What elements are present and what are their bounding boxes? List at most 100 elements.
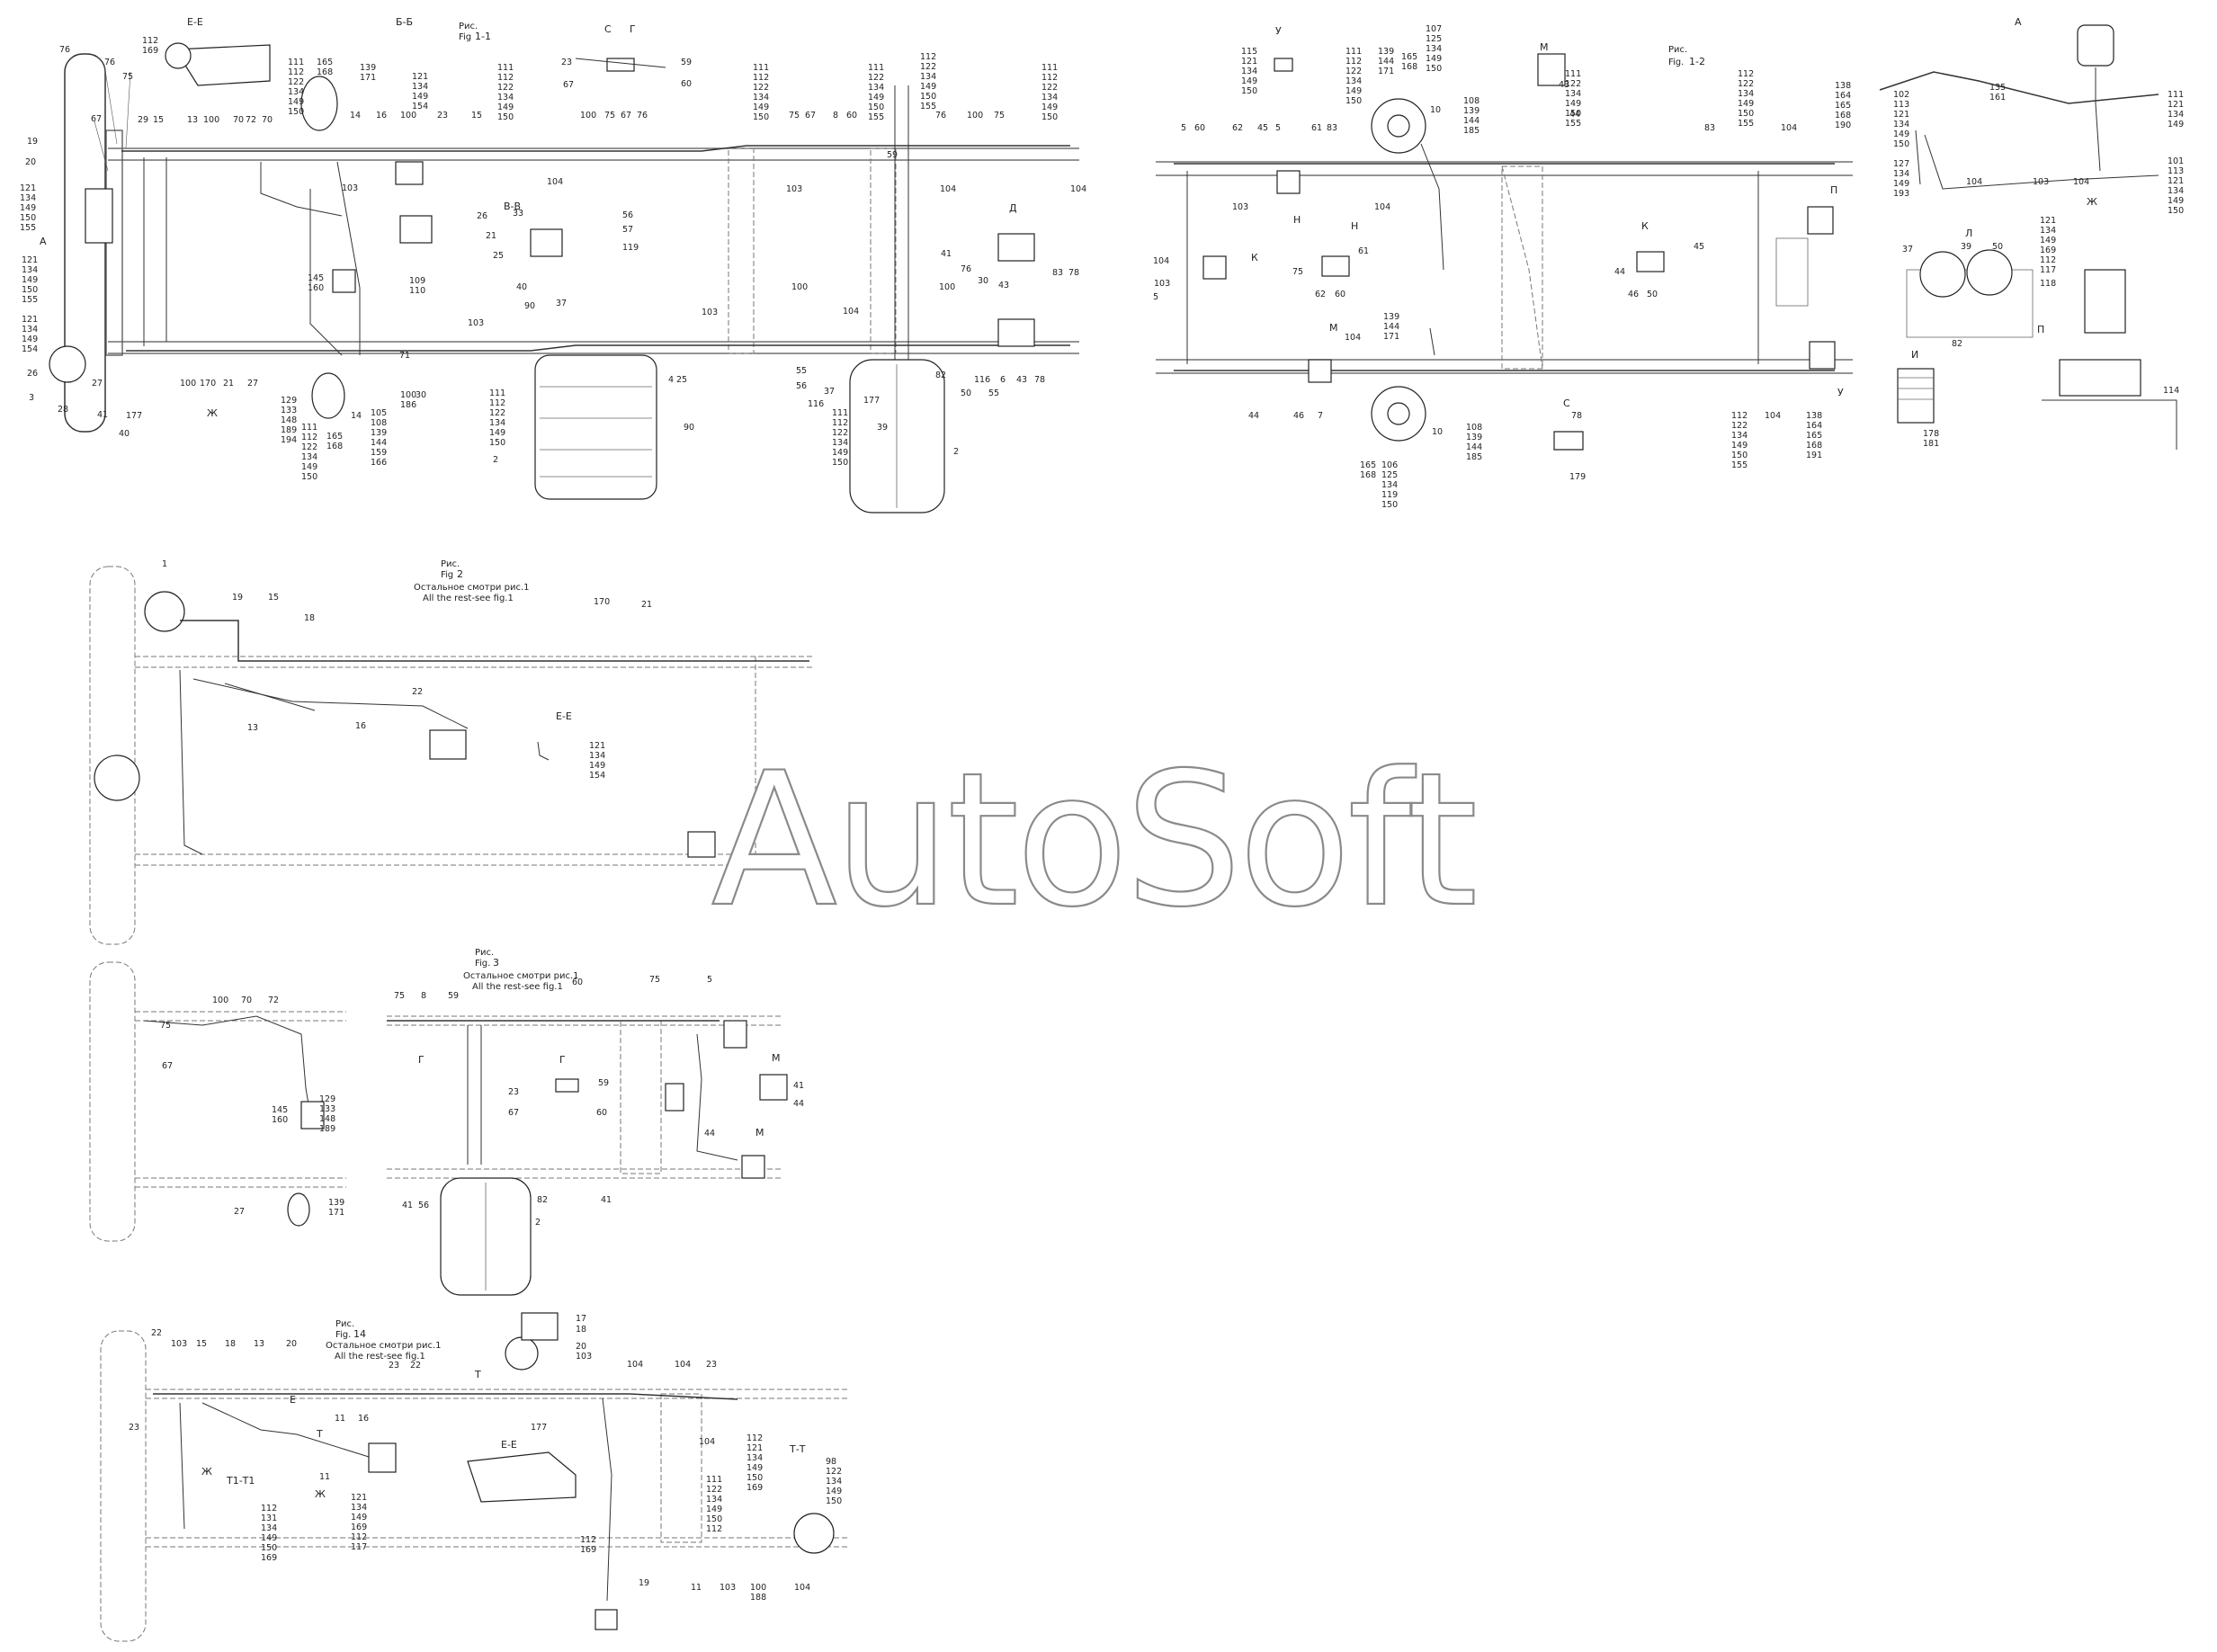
svg-text:23: 23 (561, 58, 572, 67)
valve-k (1636, 251, 1665, 272)
svg-text:43: 43 (998, 281, 1009, 290)
svg-text:100: 100 (203, 115, 219, 125)
svg-text:41: 41 (97, 410, 108, 420)
detail-l-circle-2 (1966, 249, 2013, 296)
svg-text:100: 100 (180, 379, 196, 388)
svg-text:Л: Л (1965, 228, 1972, 239)
svg-text:30: 30 (416, 390, 426, 400)
svg-text:М: М (755, 1127, 764, 1139)
svg-text:11: 11 (335, 1414, 345, 1424)
svg-text:100: 100 (400, 111, 416, 121)
fig2-valve-bottom (687, 831, 716, 858)
svg-text:30: 30 (978, 276, 988, 286)
svg-text:Н: Н (1351, 220, 1358, 232)
svg-text:55: 55 (796, 366, 807, 376)
svg-text:170: 170 (200, 379, 216, 388)
svg-text:26: 26 (477, 211, 487, 221)
fig-14: Рис. Fig. 14 Остальное смотри рис.1 All … (100, 1312, 850, 1642)
svg-text:67: 67 (91, 114, 102, 124)
svg-text:82: 82 (1952, 339, 1962, 349)
svg-text:23: 23 (389, 1361, 399, 1371)
svg-text:22: 22 (412, 687, 423, 697)
svg-text:56: 56 (796, 381, 807, 391)
svg-text:103: 103 (468, 318, 484, 328)
svg-text:50: 50 (961, 388, 971, 398)
svg-text:6: 6 (1000, 375, 1006, 385)
svg-text:Н: Н (1293, 214, 1301, 226)
svg-text:60: 60 (681, 79, 692, 89)
svg-text:83: 83 (1327, 123, 1337, 133)
svg-text:2: 2 (535, 1218, 541, 1228)
svg-text:59: 59 (681, 58, 692, 67)
fig-3: Рис. Fig. 3 Остальное смотри рис.1 All t… (89, 948, 804, 1296)
fig2-valve (429, 729, 467, 760)
svg-text:67: 67 (162, 1061, 173, 1071)
svg-text:43: 43 (1016, 375, 1027, 385)
svg-text:56: 56 (622, 210, 633, 220)
svg-text:76: 76 (961, 264, 971, 274)
svg-text:13: 13 (254, 1339, 264, 1349)
svg-text:Е-Е: Е-Е (556, 710, 572, 722)
svg-text:62: 62 (1232, 123, 1243, 133)
fig14-valve-bottom (594, 1609, 618, 1630)
svg-text:46: 46 (1293, 411, 1304, 421)
fig2-chamber-a (94, 755, 140, 801)
svg-text:29: 29 (138, 115, 148, 125)
svg-text:44: 44 (793, 1099, 804, 1109)
svg-text:22: 22 (410, 1361, 421, 1371)
brake-chamber-upper (300, 76, 338, 131)
svg-text:114: 114 (2163, 386, 2179, 396)
air-receiver-cylinder (849, 359, 945, 513)
fig-2: Рис. Fig 2 Остальное смотри рис.1 All th… (89, 559, 814, 945)
svg-text:76: 76 (935, 111, 946, 121)
svg-text:100: 100 (939, 282, 955, 292)
view-zh: Ж (207, 407, 218, 419)
svg-text:25: 25 (676, 375, 687, 385)
fig3-valve-5 (723, 1020, 747, 1049)
svg-text:М: М (772, 1052, 781, 1064)
svg-text:60: 60 (1335, 290, 1345, 299)
valve-vv (530, 228, 563, 257)
svg-text:75: 75 (122, 72, 133, 82)
svg-text:72: 72 (246, 115, 256, 125)
svg-text:41: 41 (941, 249, 952, 259)
svg-text:44: 44 (1248, 411, 1259, 421)
svg-text:Рис.: Рис. (441, 559, 460, 569)
svg-text:27: 27 (234, 1207, 245, 1217)
svg-text:27: 27 (247, 379, 258, 388)
svg-text:67: 67 (508, 1108, 519, 1118)
svg-text:2: 2 (953, 447, 959, 457)
svg-text:13: 13 (187, 115, 198, 125)
svg-text:55: 55 (988, 388, 999, 398)
svg-text:90: 90 (684, 423, 694, 433)
svg-text:67: 67 (621, 111, 631, 121)
valve-a-detail (2077, 24, 2114, 67)
svg-text:К: К (1641, 220, 1649, 232)
svg-text:103: 103 (171, 1339, 187, 1349)
svg-text:16: 16 (355, 721, 366, 731)
svg-text:Рис.: Рис. (475, 948, 494, 958)
section-vv: В-В (504, 201, 521, 212)
fig3-valve-g (555, 1078, 579, 1093)
svg-text:22: 22 (151, 1328, 162, 1338)
svg-text:45: 45 (1257, 123, 1268, 133)
view-g: Г (630, 23, 636, 35)
svg-text:104: 104 (675, 1360, 691, 1370)
svg-text:103: 103 (576, 1352, 592, 1362)
svg-text:57: 57 (622, 225, 633, 235)
svg-text:21: 21 (223, 379, 234, 388)
front-brake-drum (49, 345, 86, 383)
